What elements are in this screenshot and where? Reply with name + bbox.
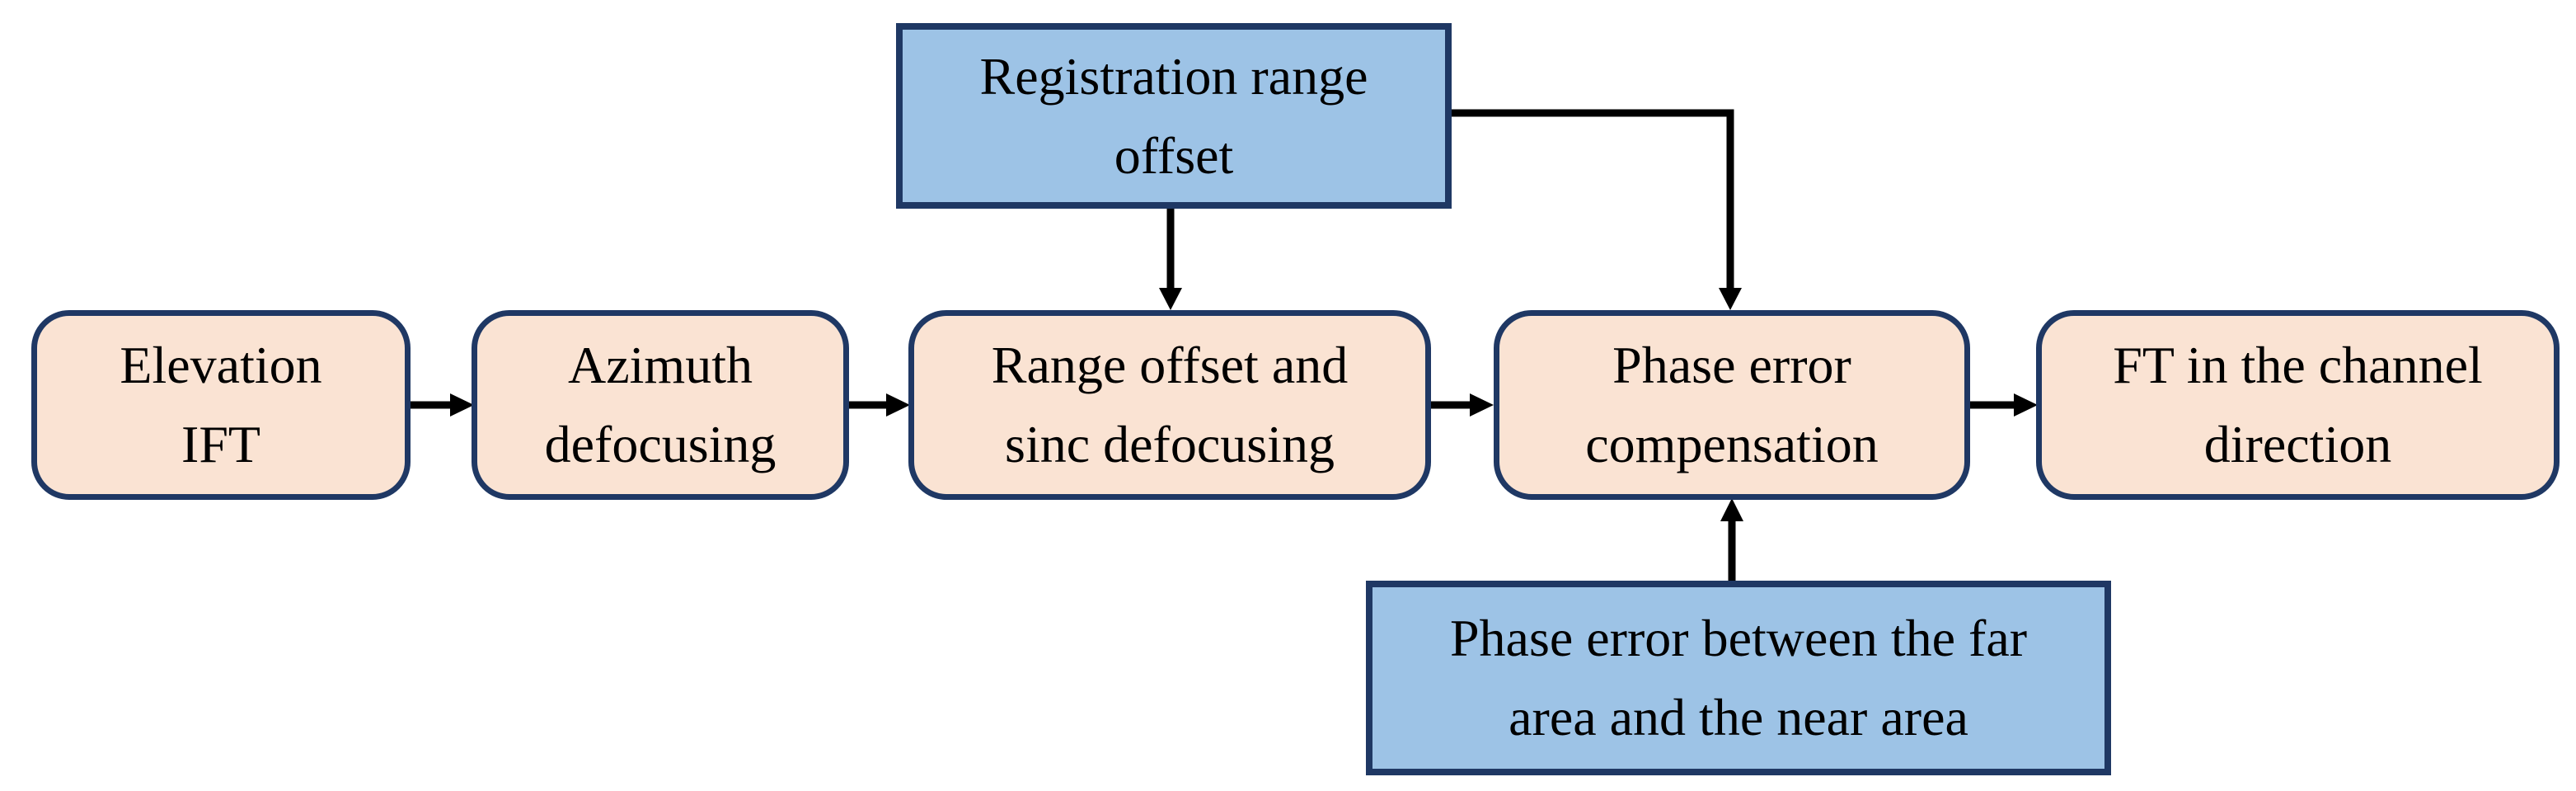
input-box-phase-error-far-near: Phase error between the far area and the… bbox=[1366, 581, 2111, 775]
process-box-azimuth-defocusing: Azimuth defocusing bbox=[472, 310, 849, 500]
arrow-registration-offset-down bbox=[1159, 209, 1182, 310]
arrow-shaft bbox=[1447, 109, 1734, 290]
input-box-label: Registration range offset bbox=[979, 46, 1368, 185]
arrow-elevation-to-azimuth bbox=[411, 393, 474, 417]
arrow-head-icon bbox=[886, 393, 910, 417]
arrow-azimuth-to-range-offset bbox=[849, 393, 910, 417]
arrow-head-icon bbox=[450, 393, 474, 417]
arrow-head-icon bbox=[1719, 288, 1742, 310]
process-box-label: FT in the channel direction bbox=[2113, 336, 2483, 473]
arrow-range-offset-to-phase-error bbox=[1431, 393, 1494, 417]
arrow-head-icon bbox=[1720, 498, 1743, 521]
process-box-range-offset-sinc-defocusing: Range offset and sinc defocusing bbox=[908, 310, 1431, 500]
arrow-phase-error-input-up bbox=[1720, 498, 1743, 581]
process-box-phase-error-compensation: Phase error compensation bbox=[1494, 310, 1970, 500]
input-box-label: Phase error between the far area and the… bbox=[1449, 609, 2028, 746]
arrow-head-icon bbox=[2014, 393, 2038, 417]
process-box-label: Elevation IFT bbox=[120, 336, 322, 473]
arrow-phase-error-to-ft bbox=[1970, 393, 2038, 417]
process-box-label: Phase error compensation bbox=[1585, 336, 1879, 473]
process-box-elevation-ift: Elevation IFT bbox=[31, 310, 411, 500]
arrow-head-icon bbox=[1159, 288, 1182, 310]
process-box-label: Azimuth defocusing bbox=[544, 336, 777, 473]
arrow-head-icon bbox=[1470, 393, 1494, 417]
process-box-label: Range offset and sinc defocusing bbox=[991, 336, 1349, 473]
process-box-ft-channel-direction: FT in the channel direction bbox=[2036, 310, 2560, 500]
arrow-registration-offset-elbow bbox=[1447, 109, 1742, 310]
input-box-registration-range-offset: Registration range offset bbox=[896, 23, 1452, 209]
